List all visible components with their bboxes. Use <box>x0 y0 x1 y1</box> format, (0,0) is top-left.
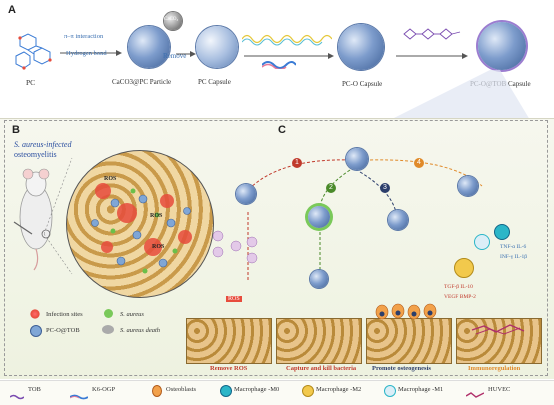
pc-label: PC <box>26 78 36 87</box>
ifn-label: INF-γ IL-1β <box>500 254 528 260</box>
step-4-badge: 4 <box>414 158 424 168</box>
tnf-label: TNF-α IL-6 <box>500 244 527 250</box>
legend-m2-icon <box>302 385 314 397</box>
legend-k6-ogp: K6-OGP <box>92 386 116 393</box>
vegf-label: VEGF BMP-2 <box>444 294 476 300</box>
arrow-3 <box>244 46 334 59</box>
capsule-bacteria-icon <box>308 206 330 228</box>
step-2-badge: 2 <box>326 183 336 193</box>
pi-interaction-label: π–π interaction <box>64 33 104 40</box>
remove-label: Remove <box>163 52 187 60</box>
infected-bone-circle <box>66 150 214 298</box>
hydrogen-bond-label: Hydrogen bond <box>66 50 107 57</box>
panel-b-title-1: S. aureus-infected <box>14 140 72 149</box>
legend-s-aureus-death-icon <box>102 325 114 334</box>
legend-infection-sites: Infection sites <box>46 311 83 318</box>
capsule-immuno-icon <box>458 176 478 196</box>
macrophage-m0-c-icon <box>494 224 510 240</box>
capsule-osteo-icon <box>388 210 408 230</box>
legend-huvec: HUVEC <box>488 386 511 393</box>
legend-s-aureus: S. aureus <box>120 311 144 318</box>
huvec-icon <box>470 322 526 336</box>
panel-b-letter: B <box>12 124 20 136</box>
legend-m0-icon <box>220 385 232 397</box>
capsule-center-icon <box>346 148 368 170</box>
legend-osteoblasts: Osteoblasts <box>166 386 196 393</box>
arrow-1 <box>60 43 122 56</box>
panel-a-letter: A <box>8 4 16 16</box>
legend-m2: Macrophage -M2 <box>316 386 362 393</box>
arrow-4 <box>396 46 468 59</box>
panel-c-letter: C <box>278 124 286 136</box>
particle-label: CaCO3@PC Particle <box>112 78 172 86</box>
legend-s-aureus-death: S. aureus death <box>120 327 161 334</box>
legend-infection-sites-icon <box>30 309 40 319</box>
caption-remove-ros: Remove ROS <box>210 365 248 372</box>
zoom-lines <box>43 156 74 276</box>
step-3-badge: 3 <box>380 183 390 193</box>
legend-m1-icon <box>384 385 396 397</box>
arrow-2 <box>176 44 196 57</box>
panel-b-title-2: osteomyelitis <box>14 150 57 159</box>
polymer-chain-icon <box>241 32 333 46</box>
ros-label-b2: ROS <box>150 213 163 219</box>
capsule-ros-icon <box>236 184 256 204</box>
mouse-icon <box>6 162 66 272</box>
k6-ogp-icon <box>261 56 297 71</box>
pc-o-tob-capsule-icon <box>478 22 526 70</box>
ros-label-c: ROS <box>226 296 242 302</box>
zoom-wedge <box>390 70 530 120</box>
legend-huvec-icon <box>465 386 485 398</box>
macrophage-m1-c-icon <box>474 234 490 250</box>
legend-k6-ogp-icon <box>69 387 89 400</box>
caco3-pc-particle-icon <box>128 26 170 68</box>
pc-o-capsule-label: PC-O Capsule <box>342 80 383 88</box>
panel-c-paths <box>220 140 540 320</box>
caco3-label: CaCO₃ <box>164 17 179 22</box>
capsule-bottom-icon <box>310 270 328 288</box>
bone-block-2 <box>276 318 362 364</box>
legend-bar <box>0 380 554 405</box>
legend-pc-o-tob: PC-O@TOB <box>46 327 80 334</box>
bone-block-1 <box>186 318 272 364</box>
pc-capsule-label: PC Capsule <box>198 78 231 86</box>
ros-label-b3: ROS <box>152 244 165 250</box>
pc-o-capsule-icon <box>338 24 384 70</box>
caption-immunoregulation: Immunoregulation <box>468 365 521 372</box>
tgf-label: TGF-β IL-10 <box>444 284 473 290</box>
legend-osteoblasts-icon <box>152 385 162 397</box>
legend-s-aureus-icon <box>104 309 113 318</box>
step-1-badge: 1 <box>292 158 302 168</box>
pc-capsule-icon <box>196 26 238 68</box>
ros-molecules-icon <box>208 226 268 266</box>
tob-molecule-icon <box>400 26 462 42</box>
caco3-icon <box>164 12 182 30</box>
legend-m1: Macrophage -M1 <box>398 386 444 393</box>
caption-capture-kill: Capture and kill bacteria <box>286 365 357 372</box>
legend-tob: TOB <box>28 386 41 393</box>
pc-molecule-icon <box>12 28 56 72</box>
legend-m0: Macrophage -M0 <box>234 386 280 393</box>
ros-label-b1: ROS <box>104 176 117 182</box>
osteoblasts-icon <box>372 302 444 320</box>
legend-pc-o-tob-icon <box>30 325 42 337</box>
bone-block-4 <box>456 318 542 364</box>
legend-tob-icon <box>9 387 25 400</box>
bone-block-3 <box>366 318 452 364</box>
macrophage-m2-c-icon <box>454 258 474 278</box>
panel-bc-border <box>4 120 548 376</box>
caption-promote-osteogenesis: Promote osteogenesis <box>372 365 431 372</box>
